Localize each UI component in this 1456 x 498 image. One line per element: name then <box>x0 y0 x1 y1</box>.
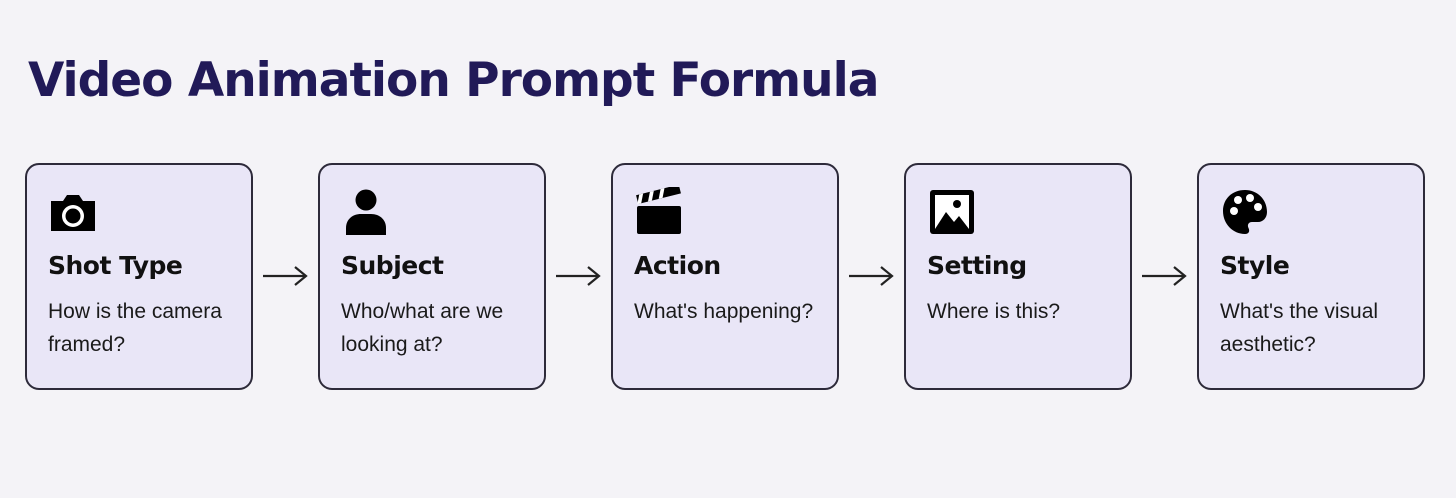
palette-icon <box>1220 187 1270 237</box>
clapperboard-icon <box>634 187 684 237</box>
step-card-subject: Subject Who/what are we looking at? <box>318 163 546 390</box>
arrow-right-icon <box>554 261 604 291</box>
step-card-setting: Setting Where is this? <box>904 163 1132 390</box>
step-heading: Setting <box>927 251 1027 280</box>
formula-flow: Shot Type How is the camera framed? Subj… <box>25 163 1427 393</box>
step-description: What's the visual aesthetic? <box>1220 300 1379 356</box>
image-icon <box>927 187 977 237</box>
camera-icon <box>48 187 98 237</box>
step-description: Who/what are we looking at? <box>341 300 504 356</box>
arrow-right-icon <box>847 261 897 291</box>
arrow-right-icon <box>261 261 311 291</box>
step-card-action: Action What's happening? <box>611 163 839 390</box>
step-heading: Action <box>634 251 721 280</box>
step-heading: Style <box>1220 251 1290 280</box>
step-card-shot-type: Shot Type How is the camera framed? <box>25 163 253 390</box>
step-description: Where is this? <box>927 300 1061 323</box>
page-title: Video Animation Prompt Formula <box>28 53 879 108</box>
step-heading: Subject <box>341 251 444 280</box>
arrow-right-icon <box>1140 261 1190 291</box>
step-description: How is the camera framed? <box>48 300 222 356</box>
step-description: What's happening? <box>634 300 814 323</box>
person-icon <box>341 187 391 237</box>
step-heading: Shot Type <box>48 251 183 280</box>
step-card-style: Style What's the visual aesthetic? <box>1197 163 1425 390</box>
